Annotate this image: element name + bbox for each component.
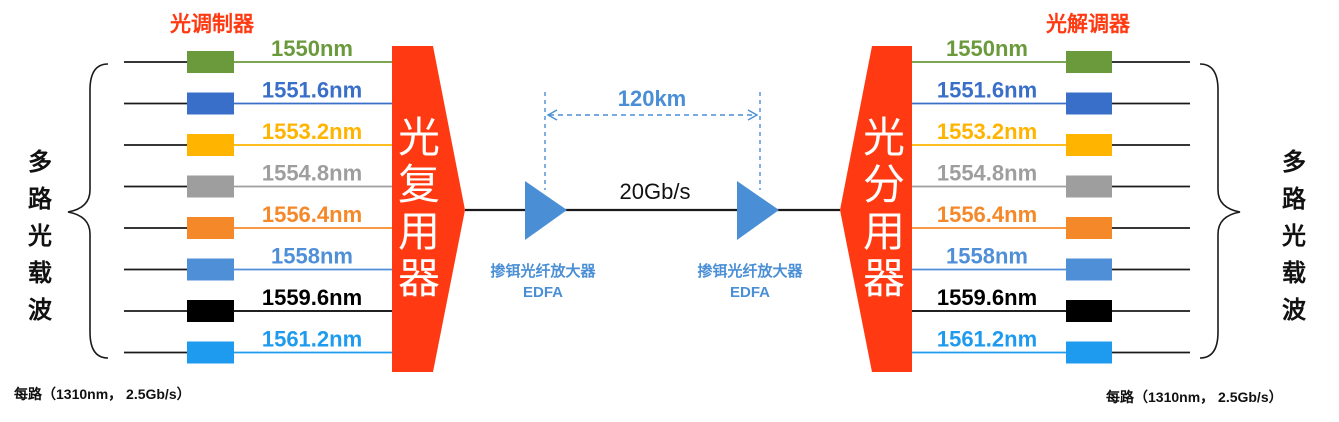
modulator-box-1 bbox=[187, 51, 234, 73]
left-wavelength-label-2: 1551.6nm bbox=[262, 78, 362, 103]
left-carrier-label-char-4: 载 bbox=[28, 260, 52, 287]
left-wavelength-label-8: 1561.2nm bbox=[262, 327, 362, 352]
demodulator-box-4 bbox=[1066, 175, 1112, 198]
right-wavelength-label-6: 1558nm bbox=[946, 244, 1028, 269]
left-carrier-label-char-2: 路 bbox=[28, 185, 53, 213]
left-wavelength-label-3: 1553.2nm bbox=[262, 119, 362, 144]
right-wavelength-label-2: 1551.6nm bbox=[937, 78, 1037, 103]
demultiplexer-label-char-4: 器 bbox=[863, 255, 905, 302]
demultiplexer-block bbox=[840, 46, 912, 372]
modulator-label: 光调制器 bbox=[169, 13, 255, 36]
left-carrier-label-char-5: 波 bbox=[28, 297, 53, 324]
right-brace bbox=[1199, 63, 1241, 359]
right-carrier-label-char-1: 多 bbox=[1282, 149, 1306, 176]
edfa-left-caption-cn: 掺铒光纤放大器 bbox=[490, 262, 596, 280]
modulator-box-3 bbox=[187, 134, 234, 156]
demodulator-box-6 bbox=[1066, 258, 1112, 281]
right-channel-group: 1550nm 1551.6nm 1553.2nm 1554.8nm 1556.4nm 15… bbox=[912, 36, 1190, 364]
per-channel-note-right: 每路（1310nm， 2.5Gb/s） bbox=[1106, 389, 1283, 405]
edfa-amplifier-left bbox=[525, 181, 567, 240]
modulator-box-8 bbox=[187, 341, 234, 364]
demodulator-box-8 bbox=[1066, 341, 1112, 364]
left-wavelength-label-1: 1550nm bbox=[271, 36, 353, 61]
right-wavelength-label-4: 1554.8nm bbox=[937, 161, 1037, 186]
modulator-box-4 bbox=[187, 175, 234, 198]
multiplexer-block bbox=[392, 46, 465, 372]
demodulator-box-3 bbox=[1066, 134, 1112, 156]
distance-arrow-head-right bbox=[747, 109, 759, 121]
left-channel-group: 1550nm 1551.6nm 1553.2nm 1554.8nm 1556.4nm 15… bbox=[124, 36, 392, 364]
edfa-right-caption-cn: 掺铒光纤放大器 bbox=[697, 262, 803, 280]
left-carrier-label-char-3: 光 bbox=[27, 223, 52, 250]
demodulator-box-5 bbox=[1066, 217, 1112, 239]
right-wavelength-label-5: 1556.4nm bbox=[937, 202, 1037, 227]
left-wavelength-label-6: 1558nm bbox=[271, 244, 353, 269]
modulator-box-7 bbox=[187, 300, 234, 322]
bit-rate-label: 20Gb/s bbox=[620, 179, 691, 204]
right-wavelength-label-8: 1561.2nm bbox=[937, 327, 1037, 352]
right-carrier-label-char-3: 光 bbox=[1281, 223, 1306, 250]
modulator-box-2 bbox=[187, 92, 234, 115]
right-carrier-label-char-5: 波 bbox=[1282, 297, 1307, 324]
demodulator-box-7 bbox=[1066, 300, 1112, 322]
per-channel-note-left: 每路（1310nm， 2.5Gb/s） bbox=[14, 386, 191, 402]
demodulator-box-1 bbox=[1066, 51, 1112, 73]
left-carrier-label-char-1: 多 bbox=[28, 149, 52, 176]
demodulator-box-2 bbox=[1066, 92, 1112, 115]
distance-arrow-head-left bbox=[546, 109, 558, 121]
demodulator-label: 光解调器 bbox=[1045, 12, 1131, 36]
multiplexer-label-char-4: 器 bbox=[398, 255, 440, 302]
demultiplexer-label-char-2: 分 bbox=[863, 161, 905, 208]
edfa-amplifier-right bbox=[737, 181, 779, 240]
modulator-box-6 bbox=[187, 258, 234, 281]
right-wavelength-label-3: 1553.2nm bbox=[937, 119, 1037, 144]
multiplexer-label-char-1: 光 bbox=[398, 114, 440, 161]
right-wavelength-label-7: 1559.6nm bbox=[937, 285, 1037, 310]
left-brace bbox=[67, 63, 109, 359]
demultiplexer-label-char-1: 光 bbox=[863, 114, 905, 161]
distance-label: 120km bbox=[618, 86, 687, 111]
multiplexer-label-char-2: 复 bbox=[398, 161, 440, 208]
left-wavelength-label-4: 1554.8nm bbox=[262, 161, 362, 186]
left-wavelength-label-5: 1556.4nm bbox=[262, 202, 362, 227]
multiplexer-label-char-3: 用 bbox=[398, 208, 440, 255]
demultiplexer-label-char-3: 用 bbox=[863, 208, 905, 255]
right-carrier-label-char-2: 路 bbox=[1282, 185, 1307, 213]
right-wavelength-label-1: 1550nm bbox=[946, 36, 1028, 61]
left-wavelength-label-7: 1559.6nm bbox=[262, 285, 362, 310]
edfa-left-caption-en: EDFA bbox=[523, 284, 563, 301]
edfa-right-caption-en: EDFA bbox=[730, 284, 770, 301]
right-carrier-label-char-4: 载 bbox=[1282, 260, 1306, 287]
modulator-box-5 bbox=[187, 217, 234, 239]
